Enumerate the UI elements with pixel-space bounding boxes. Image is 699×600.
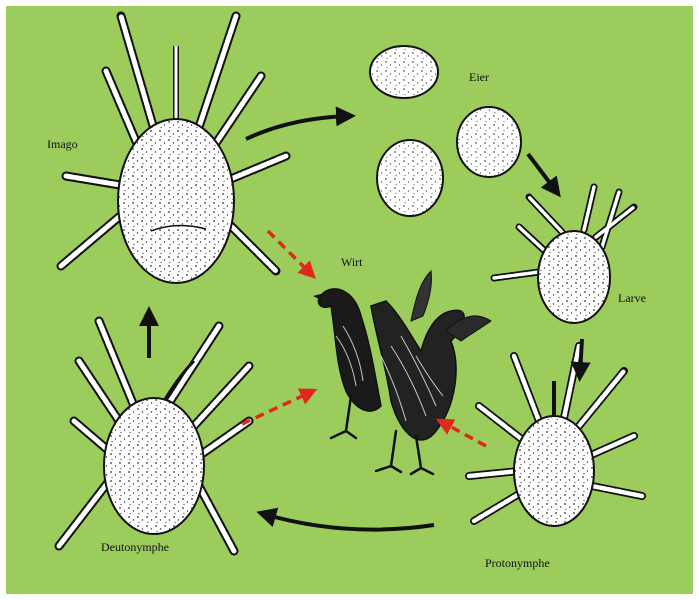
larva-mite-icon <box>494 187 634 323</box>
imago-mite-icon <box>61 16 286 283</box>
arrow-protonymphe-to-wirt <box>442 422 486 446</box>
deutonymph-mite-icon <box>59 321 249 551</box>
arrow-eier-to-larve <box>528 154 556 191</box>
diagram-frame: Imago Eier Larve Wirt Deutonymphe Proton… <box>6 6 693 594</box>
eggs-icon <box>370 46 521 216</box>
label-deutonymphe: Deutonymphe <box>101 540 169 555</box>
arrow-protonymphe-to-deutonymphe <box>264 514 434 530</box>
label-eier: Eier <box>469 70 489 85</box>
protonymph-mite-icon <box>469 346 642 526</box>
label-imago: Imago <box>47 137 78 152</box>
arrow-imago-to-eier <box>246 116 348 139</box>
label-protonymphe: Protonymphe <box>485 556 550 571</box>
host-chicken-icon <box>313 271 491 474</box>
label-larve: Larve <box>618 291 646 306</box>
life-cycle-diagram <box>6 6 693 594</box>
arrow-larve-to-protonymphe <box>580 339 582 374</box>
label-wirt: Wirt <box>341 255 363 270</box>
